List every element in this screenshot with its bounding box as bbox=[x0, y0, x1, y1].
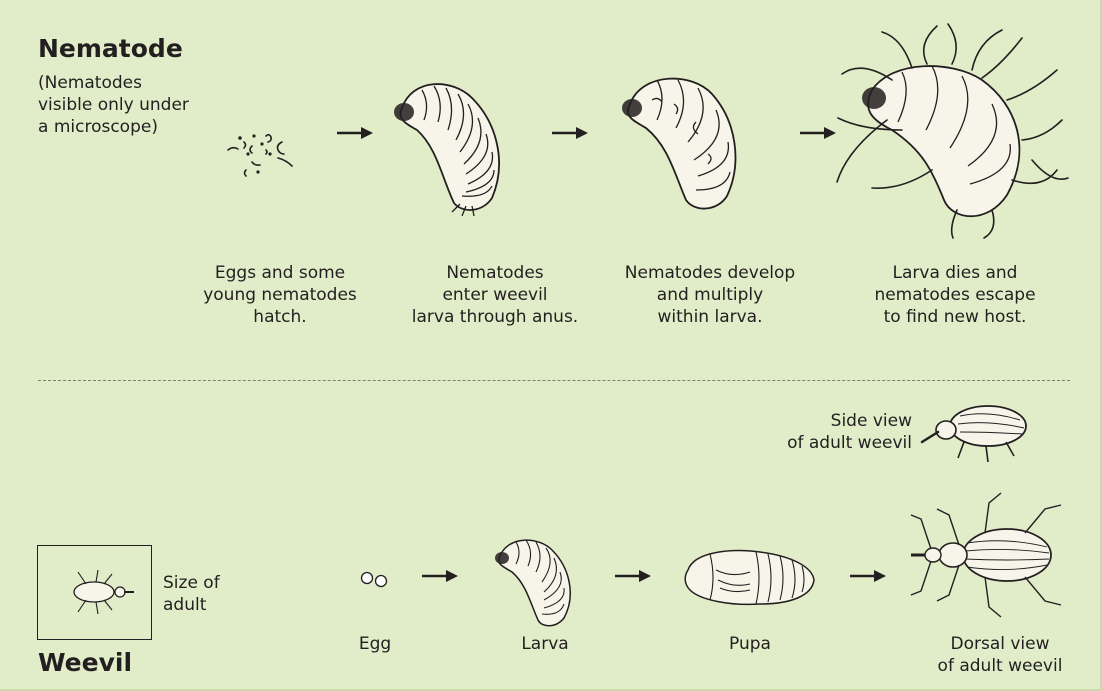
stage-adult-label: Dorsal view of adult weevil bbox=[910, 633, 1090, 677]
size-of-adult-label: Size of adult bbox=[163, 572, 220, 616]
stage-larva-label: Larva bbox=[485, 633, 605, 655]
adult-weevil-illustration bbox=[905, 485, 1085, 625]
section-divider bbox=[38, 380, 1070, 381]
caption-eggs-hatch: Eggs and some young nematodes hatch. bbox=[190, 262, 370, 328]
infected-larva-illustration bbox=[612, 64, 762, 214]
arrow-right-icon bbox=[850, 568, 886, 584]
weevil-larva-illustration bbox=[382, 68, 532, 218]
arrow-right-icon bbox=[552, 125, 588, 141]
stage-pupa-label: Pupa bbox=[700, 633, 800, 655]
arrow-right-icon bbox=[337, 125, 373, 141]
caption-enter-larva: Nematodes enter weevil larva through anu… bbox=[405, 262, 585, 328]
arrow-right-icon bbox=[615, 568, 651, 584]
small-weevil-icon bbox=[38, 546, 150, 638]
weevil-title: Weevil bbox=[38, 648, 132, 677]
weevil-egg-illustration bbox=[358, 568, 392, 590]
nematode-note: (Nematodes visible only under a microsco… bbox=[38, 72, 189, 138]
dead-larva-illustration bbox=[832, 20, 1072, 240]
caption-larva-dies: Larva dies and nematodes escape to find … bbox=[855, 262, 1055, 328]
side-view-label: Side view of adult weevil bbox=[740, 410, 912, 454]
arrow-right-icon bbox=[800, 125, 836, 141]
arrow-right-icon bbox=[422, 568, 458, 584]
stage-egg-label: Egg bbox=[325, 633, 425, 655]
side-view-weevil-illustration bbox=[920, 398, 1040, 468]
nematode-title: Nematode bbox=[38, 34, 183, 63]
size-of-adult-box bbox=[37, 545, 152, 640]
weevil-pupa-illustration bbox=[680, 540, 820, 620]
caption-develop-multiply: Nematodes develop and multiply within la… bbox=[610, 262, 810, 328]
nematode-eggs-illustration bbox=[222, 128, 312, 188]
weevil-larva-bottom-illustration bbox=[488, 530, 588, 630]
